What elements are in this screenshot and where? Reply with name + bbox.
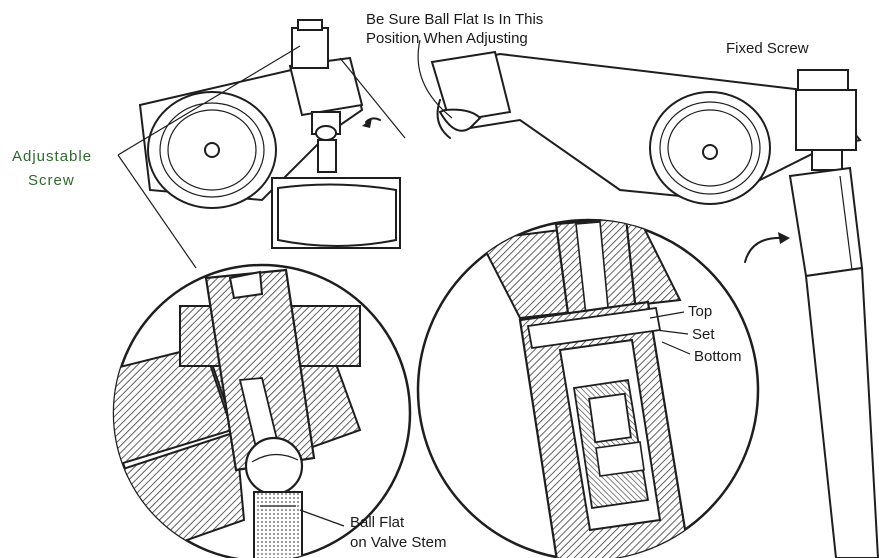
bottom-label: Bottom	[694, 348, 742, 365]
left-callout-lines	[117, 45, 451, 269]
top-label: Top	[688, 303, 713, 320]
fixed-screw-label: Fixed Screw	[726, 40, 809, 57]
top-note-leader	[417, 39, 453, 119]
right-callout-arrow	[744, 232, 790, 263]
ball-flat-label-line2: on Valve Stem	[350, 534, 447, 551]
hydraulic-lifter-magnified-view	[416, 218, 760, 558]
adjustable-screw-label-line2: Screw	[28, 172, 75, 189]
ball-flat-note-line1: Be Sure Ball Flat Is In This	[366, 11, 544, 28]
right-rocker-arm	[430, 50, 879, 558]
left-rocker-arm	[138, 19, 401, 249]
adjustable-screw-label-line1: Adjustable	[12, 148, 93, 165]
set-label: Set	[692, 326, 715, 343]
ball-flat-label-line1: Ball Flat	[350, 514, 405, 531]
ball-flat-note-line2: Position When Adjusting	[366, 30, 528, 47]
